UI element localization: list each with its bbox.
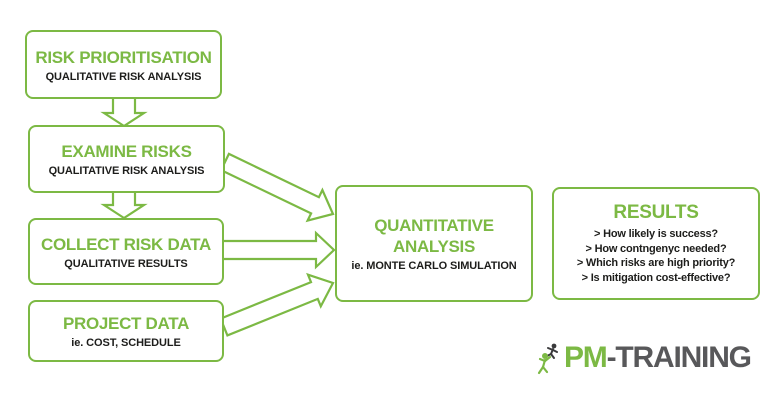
result-item: > Which risks are high priority? <box>576 257 736 269</box>
logo-training: -TRAINING <box>606 341 752 374</box>
pm-training-logo: PM-TRAINING <box>537 340 752 376</box>
box-subtitle: ie. COST, SCHEDULE <box>71 337 181 349</box>
box-title: QUANTITATIVE ANALYSIS <box>374 216 494 256</box>
down-arrow-icon <box>100 95 148 128</box>
result-item: > How contngenyc needed? <box>585 242 727 255</box>
box-title: RESULTS <box>613 202 699 223</box>
box-title: COLLECT RISK DATA <box>41 234 211 254</box>
logo-pm: PM <box>564 341 608 374</box>
box-risk-prioritisation: RISK PRIORITISATION QUALITATIVE RISK ANA… <box>25 30 222 99</box>
climbing-runner-icon <box>537 343 558 375</box>
down-arrow-icon <box>100 189 148 220</box>
box-title: PROJECT DATA <box>62 314 190 333</box>
box-title: EXAMINE RISKS <box>61 142 192 161</box>
logo-text: PM-TRAINING <box>564 340 752 376</box>
arrow-project-to-quantitative-icon <box>219 272 335 337</box>
arrow-collect-to-quantitative-icon <box>220 230 336 270</box>
arrow-examine-to-quantitative-icon <box>219 152 335 223</box>
box-results: RESULTS > How likely is success? > How c… <box>552 187 760 300</box>
box-examine-risks: EXAMINE RISKS QUALITATIVE RISK ANALYSIS <box>28 125 225 193</box>
box-project-data: PROJECT DATA ie. COST, SCHEDULE <box>28 300 224 362</box>
result-item: > How likely is success? <box>594 228 718 240</box>
box-subtitle: ie. MONTE CARLO SIMULATION <box>351 260 517 272</box>
box-subtitle: QUALITATIVE RESULTS <box>64 257 188 270</box>
box-title: RISK PRIORITISATION <box>35 47 212 67</box>
box-quantitative-analysis: QUANTITATIVE ANALYSIS ie. MONTE CARLO SI… <box>335 185 533 302</box>
box-subtitle: QUALITATIVE RISK ANALYSIS <box>48 165 205 177</box>
box-collect-risk-data: COLLECT RISK DATA QUALITATIVE RESULTS <box>28 218 224 285</box>
result-item: > Is mitigation cost-effective? <box>581 271 731 284</box>
box-subtitle: QUALITATIVE RISK ANALYSIS <box>45 70 202 83</box>
